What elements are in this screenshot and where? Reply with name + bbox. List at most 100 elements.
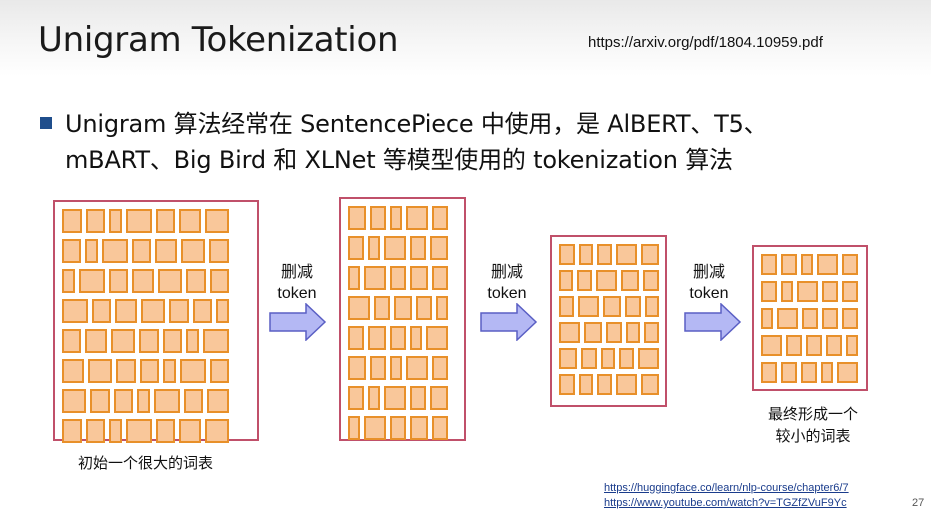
token-cell xyxy=(390,266,406,290)
step-label-2-line-1: 删减 xyxy=(490,264,523,281)
token-cell xyxy=(348,266,360,290)
token-cell xyxy=(186,269,206,293)
final-vocab-caption: 最终形成一个 较小的词表 xyxy=(755,403,871,447)
token-cell xyxy=(616,244,637,265)
step-label-3-line-2: token xyxy=(689,285,729,302)
token-cell xyxy=(559,348,577,369)
token-cell xyxy=(209,239,229,263)
token-cell xyxy=(761,335,782,356)
token-cell xyxy=(86,419,105,443)
title-band xyxy=(0,0,931,76)
token-cell xyxy=(390,206,402,230)
token-cell xyxy=(203,329,229,353)
right-arrow-icon xyxy=(684,303,742,341)
step-label-1-line-1: 删减 xyxy=(280,264,313,281)
token-cell xyxy=(826,335,842,356)
token-cell xyxy=(348,356,366,380)
token-cell xyxy=(132,269,154,293)
token-cell xyxy=(116,359,136,383)
step-label-1-line-2: token xyxy=(277,285,317,302)
token-cell xyxy=(140,359,159,383)
token-cell xyxy=(390,326,406,350)
token-cell xyxy=(584,322,602,343)
token-cell xyxy=(114,389,133,413)
token-cell xyxy=(817,254,838,275)
token-cell xyxy=(62,329,81,353)
token-cell xyxy=(641,374,659,395)
token-cell xyxy=(410,326,422,350)
token-cell xyxy=(205,419,229,443)
page-number: 27 xyxy=(912,497,925,509)
token-cell xyxy=(207,389,229,413)
bullet-text-line-1: Unigram 算法经常在 SentencePiece 中使用，是 AlBERT… xyxy=(65,110,768,138)
token-cell xyxy=(597,244,612,265)
right-arrow-icon xyxy=(480,303,538,341)
token-cell xyxy=(644,322,659,343)
token-cell xyxy=(621,270,639,291)
token-cell xyxy=(842,281,858,302)
token-cell xyxy=(370,356,386,380)
token-cell xyxy=(180,359,206,383)
token-cell xyxy=(155,239,177,263)
token-cell xyxy=(348,236,364,260)
token-cell xyxy=(406,356,428,380)
token-cell xyxy=(596,270,617,291)
token-cell xyxy=(559,296,574,317)
token-cell xyxy=(410,266,428,290)
token-cell xyxy=(416,296,432,320)
slide-title: Unigram Tokenization xyxy=(38,20,399,60)
token-cell xyxy=(109,419,122,443)
token-cell xyxy=(181,239,205,263)
token-cell xyxy=(374,296,390,320)
token-cell xyxy=(368,326,386,350)
token-cell xyxy=(802,308,818,329)
token-cell xyxy=(616,374,637,395)
token-cell xyxy=(801,362,817,383)
token-cell xyxy=(79,269,105,293)
token-cell xyxy=(179,419,201,443)
step-label-2: 删减 token xyxy=(472,262,542,304)
vocab-box-initial xyxy=(53,200,259,443)
token-cell xyxy=(390,416,406,440)
token-cell xyxy=(193,299,212,323)
token-cell xyxy=(163,329,182,353)
bullet-square-icon xyxy=(40,117,52,129)
step-label-2-line-2: token xyxy=(487,285,527,302)
token-cell xyxy=(126,419,152,443)
token-cell xyxy=(432,416,448,440)
token-cell xyxy=(62,389,86,413)
source-link-huggingface[interactable]: https://huggingface.co/learn/nlp-course/… xyxy=(604,482,849,494)
token-cell xyxy=(163,359,176,383)
token-cell xyxy=(62,359,84,383)
token-cell xyxy=(90,389,110,413)
token-cell xyxy=(109,209,122,233)
token-cell xyxy=(638,348,659,369)
token-cell xyxy=(559,244,575,265)
token-cell xyxy=(822,281,838,302)
token-cell xyxy=(601,348,615,369)
token-cell xyxy=(370,206,386,230)
token-cell xyxy=(643,270,659,291)
token-cell xyxy=(410,386,426,410)
token-cell xyxy=(641,244,659,265)
token-cell xyxy=(179,209,201,233)
token-cell xyxy=(777,308,798,329)
token-cell xyxy=(406,206,428,230)
source-link-youtube[interactable]: https://www.youtube.com/watch?v=TGZfZVuF… xyxy=(604,497,847,509)
token-cell xyxy=(109,269,128,293)
right-arrow-icon xyxy=(269,303,327,341)
token-cell xyxy=(156,209,175,233)
token-cell xyxy=(786,335,802,356)
token-cell xyxy=(364,416,386,440)
token-cell xyxy=(216,299,229,323)
token-cell xyxy=(158,269,182,293)
initial-vocab-caption: 初始一个很大的词表 xyxy=(78,454,214,472)
vocab-box-step-2 xyxy=(339,197,466,441)
token-cell xyxy=(368,386,380,410)
token-cell xyxy=(761,308,773,329)
token-cell xyxy=(781,254,797,275)
token-cell xyxy=(432,356,448,380)
token-cell xyxy=(577,270,592,291)
token-cell xyxy=(597,374,612,395)
reference-url[interactable]: https://arxiv.org/pdf/1804.10959.pdf xyxy=(588,34,823,51)
